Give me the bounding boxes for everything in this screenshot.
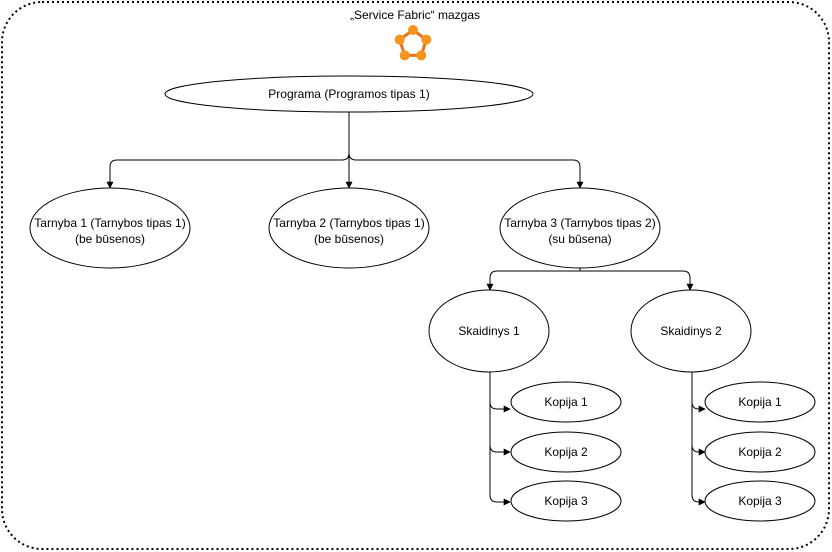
edge-partition-1-to-replica-3 [489, 372, 511, 506]
partition-node-1[interactable]: Skaidinys 1 [428, 289, 550, 373]
application-node[interactable]: Programa (Programos tipas 1) [164, 75, 534, 113]
partition-2-replica-2[interactable]: Kopija 2 [704, 431, 816, 473]
partition-1-replica-1-label: Kopija 1 [544, 395, 588, 409]
partition-1-replica-3[interactable]: Kopija 3 [510, 480, 622, 522]
edge-partition-2-to-replica-1 [691, 372, 706, 413]
service-fabric-icon-node [394, 34, 405, 45]
service-1-label-line1: Tarnyba 1 (Tarnybos tipas 1) [34, 216, 185, 230]
service-2-label-line1: Tarnyba 2 (Tarnybos tipas 1) [273, 216, 424, 230]
partition-2-label: Skaidinys 2 [660, 324, 722, 338]
partition-1-label: Skaidinys 1 [458, 324, 520, 338]
service-node-1[interactable]: Tarnyba 1 (Tarnybos tipas 1) (be būsenos… [29, 187, 191, 269]
service-2-label-line2: (be būsenos) [314, 232, 384, 246]
partition-1-replica-1[interactable]: Kopija 1 [510, 381, 622, 423]
edge-partition-1-to-replica-2 [489, 372, 511, 456]
partition-2-replica-1[interactable]: Kopija 1 [704, 381, 816, 423]
service-node-2[interactable]: Tarnyba 2 (Tarnybos tipas 1) (be būsenos… [268, 187, 430, 269]
service-fabric-icon-node [399, 50, 410, 61]
edge-app-to-service-1 [106, 112, 350, 189]
service-3-label-line2: (su būsena) [548, 232, 611, 246]
partition-2-replica-2-label: Kopija 2 [738, 445, 782, 459]
service-fabric-icon-node [416, 50, 427, 61]
partition-node-2[interactable]: Skaidinys 2 [630, 289, 752, 373]
service-fabric-icon-node [408, 25, 418, 35]
partition-2-replica-3-label: Kopija 3 [738, 494, 782, 508]
partition-2-replica-1-label: Kopija 1 [738, 395, 782, 409]
edge-partition-2-to-replica-2 [691, 372, 706, 456]
edge-service-3-to-partition-2 [579, 268, 694, 291]
partition-2-replica-3[interactable]: Kopija 3 [704, 480, 816, 522]
edge-partition-2-to-replica-3 [691, 372, 706, 506]
partition-1-replica-3-label: Kopija 3 [544, 494, 588, 508]
service-1-label-line2: (be būsenos) [75, 232, 145, 246]
partition-1-replica-2-label: Kopija 2 [544, 445, 588, 459]
cluster-title: „Service Fabric“ mazgas [350, 8, 480, 22]
service-node-3[interactable]: Tarnyba 3 (Tarnybos tipas 2) (su būsena) [499, 187, 661, 269]
edge-partition-1-to-replica-1 [489, 372, 511, 413]
edges [106, 112, 706, 506]
partition-1-replica-2[interactable]: Kopija 2 [510, 431, 622, 473]
edge-service-3-to-partition-1 [486, 268, 581, 291]
application-label: Programa (Programos tipas 1) [268, 87, 429, 101]
service-3-label-line1: Tarnyba 3 (Tarnybos tipas 2) [504, 216, 655, 230]
edge-app-to-service-3 [348, 112, 584, 189]
service-fabric-icon-node [421, 34, 432, 45]
service-fabric-icon [394, 25, 432, 61]
